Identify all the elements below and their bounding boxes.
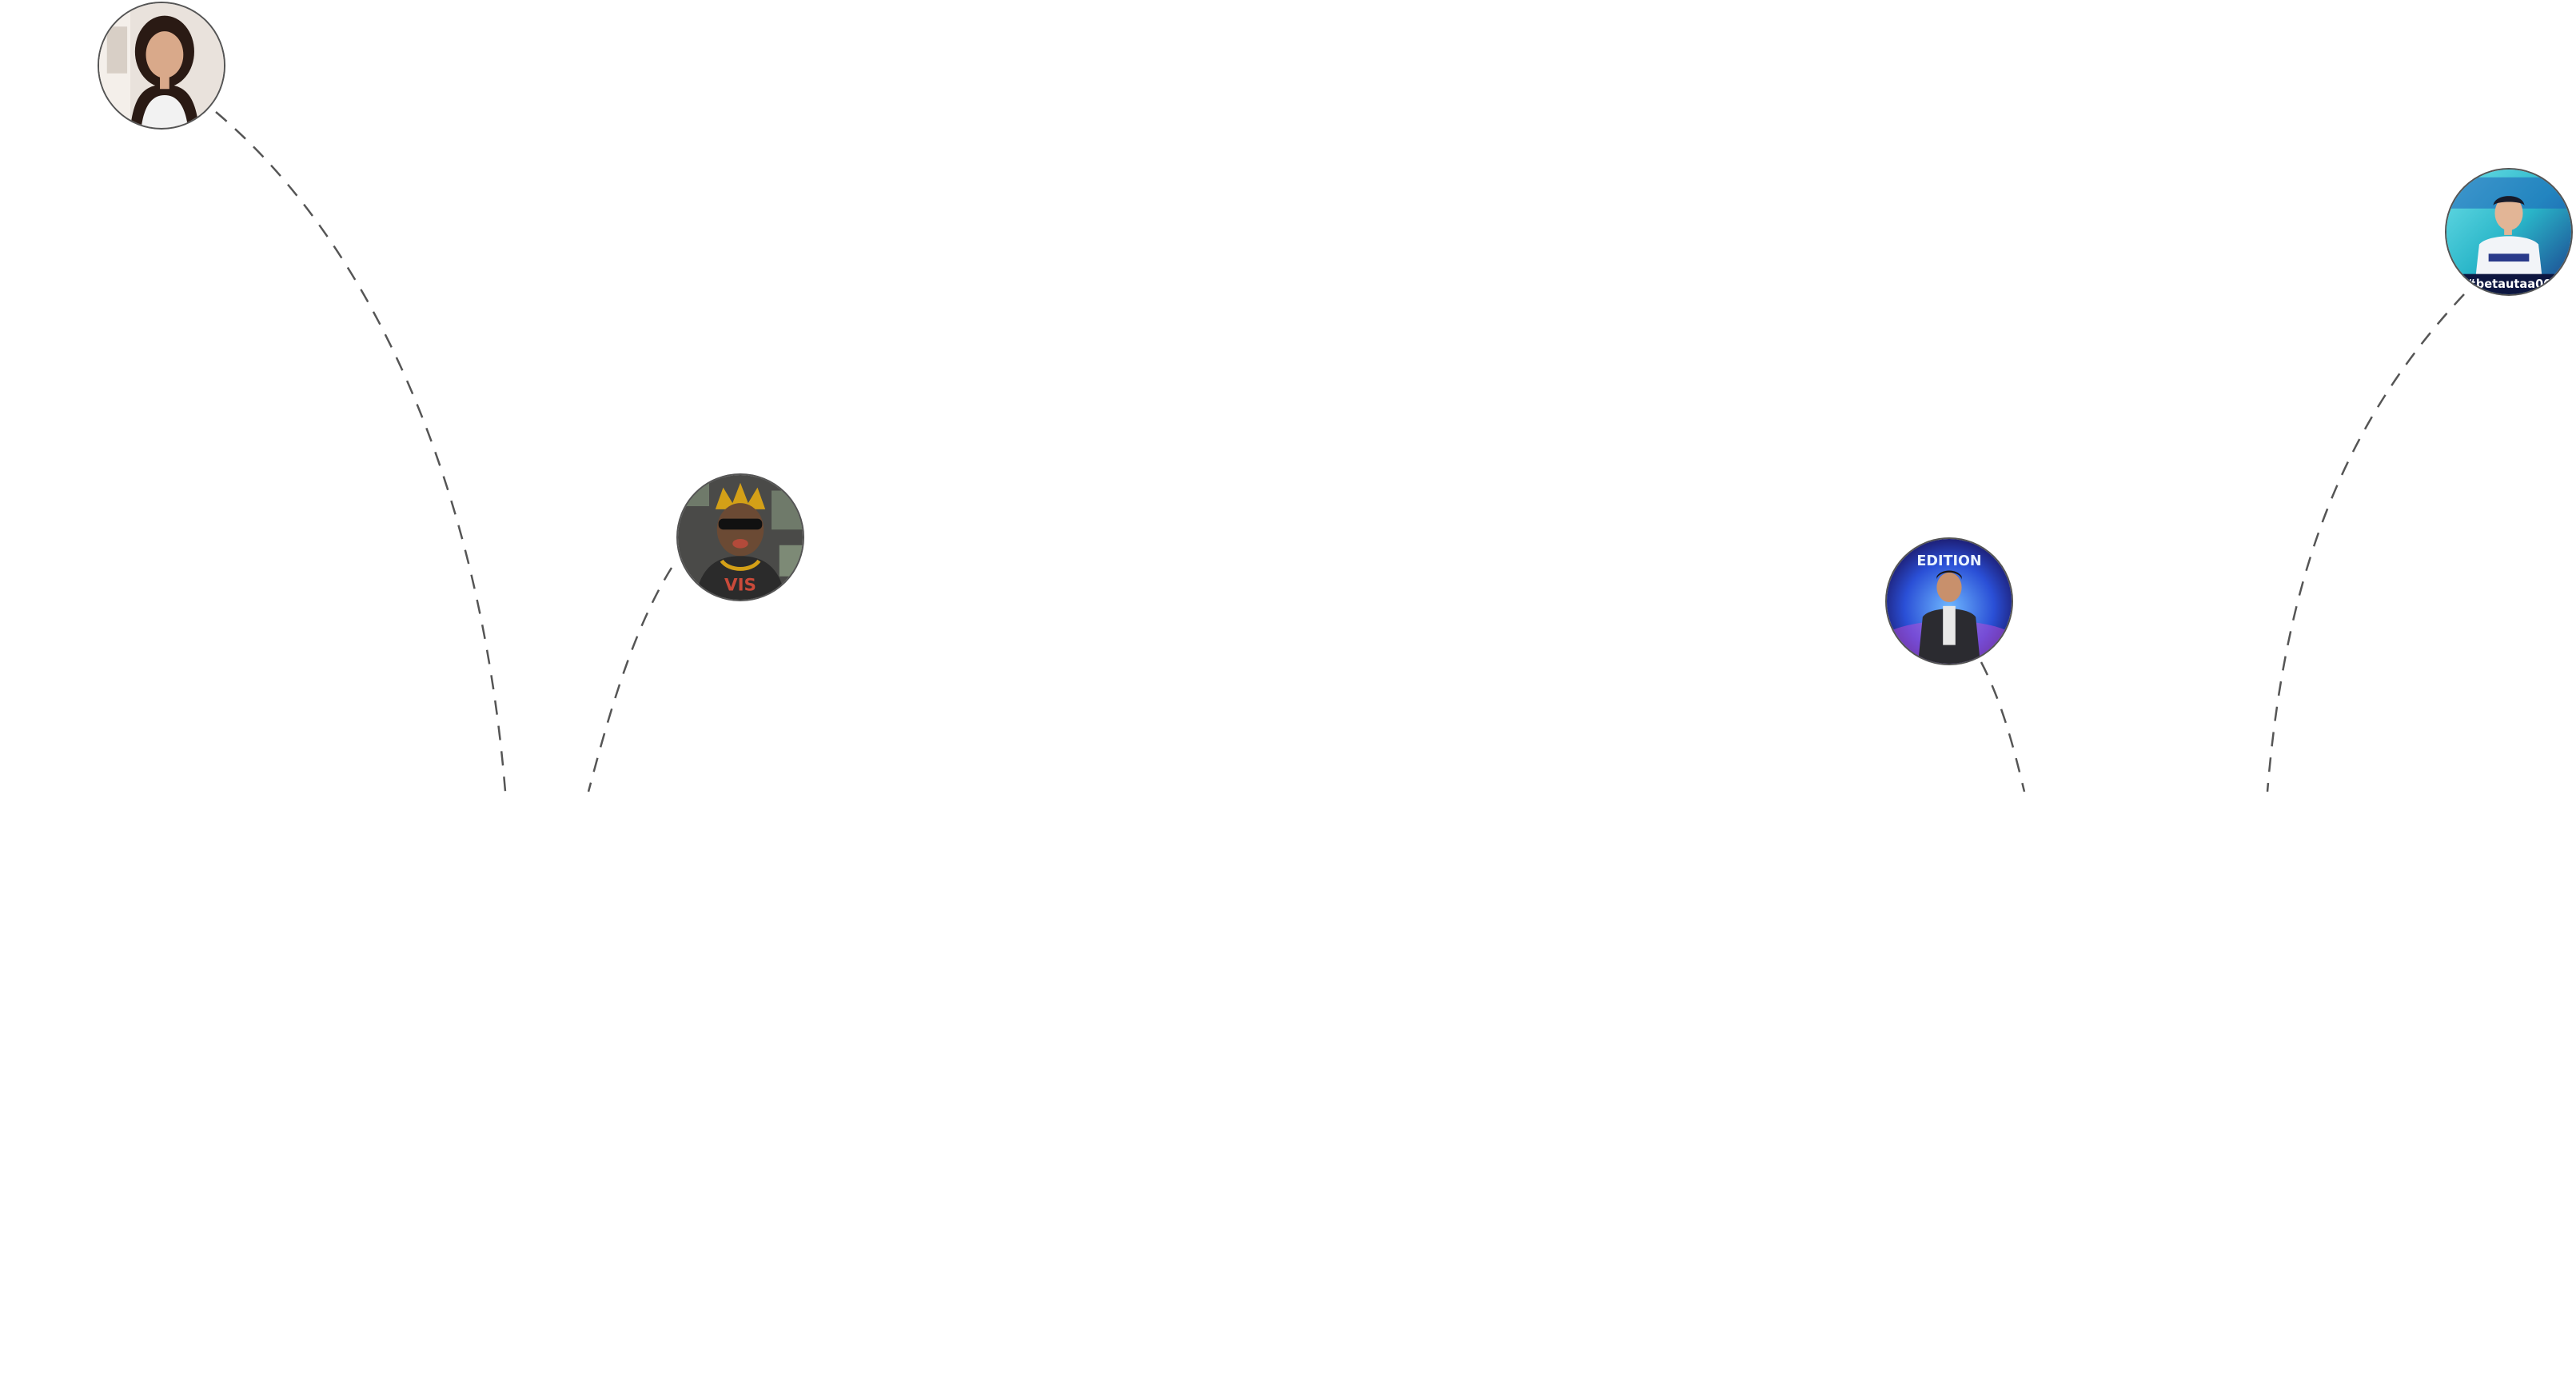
profile-photo-man-crown-icon: VIS: [678, 475, 803, 600]
connector-avatar-3: [1980, 661, 2026, 792]
connector-avatar-2: [587, 567, 673, 792]
connector-avatar-4: [2266, 293, 2465, 792]
avatar-banner-text: EDITION: [1916, 553, 1981, 569]
profile-photo-woman-icon: [99, 3, 224, 128]
avatar-name-caption: #betautaa00: [2466, 277, 2552, 291]
profile-avatar[interactable]: VIS: [676, 473, 804, 601]
connector-avatar-1: [215, 111, 507, 792]
profile-photo-gamer-icon: #betautaa00: [2446, 170, 2571, 294]
profile-avatar[interactable]: #betautaa00: [2445, 168, 2573, 296]
avatar-shirt-caption: VIS: [724, 575, 756, 595]
profile-avatar[interactable]: [98, 2, 225, 130]
profile-photo-man-blue-banner-icon: EDITION: [1887, 539, 2012, 664]
profile-avatar[interactable]: EDITION: [1885, 537, 2013, 665]
